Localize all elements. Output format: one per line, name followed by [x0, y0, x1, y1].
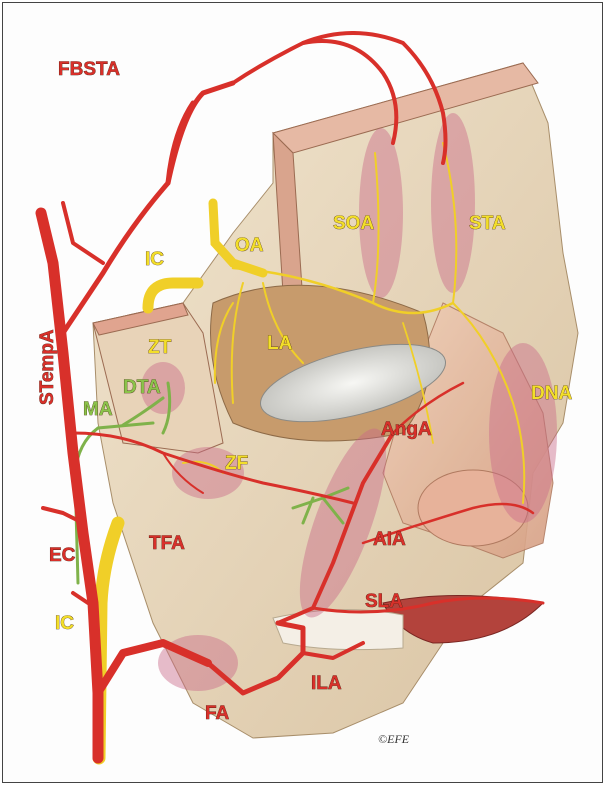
- label-dna: DNA: [531, 383, 572, 404]
- label-ila: ILA: [311, 673, 342, 694]
- label-oa: OA: [235, 235, 264, 256]
- labels: FBSTA SOA STA IC OA LA ZT DTA STempA MA …: [37, 59, 573, 746]
- label-zt: ZT: [148, 337, 172, 358]
- frontal-bone-section: [272, 62, 539, 304]
- label-ic-bottom: IC: [55, 613, 74, 634]
- label-soa: SOA: [333, 213, 374, 234]
- label-fa: FA: [205, 703, 230, 724]
- label-ic-top: IC: [145, 249, 164, 270]
- facial-artery-illustration: FBSTA SOA STA IC OA LA ZT DTA STempA MA …: [35, 31, 579, 765]
- label-sta: STA: [469, 213, 506, 234]
- label-aia: AIA: [373, 529, 406, 550]
- label-sla: SLA: [365, 591, 403, 612]
- zygomatic-section: [92, 302, 224, 454]
- label-tfa: TFA: [149, 533, 185, 554]
- label-stempa: STempA: [37, 329, 58, 405]
- label-zf: ZF: [225, 453, 248, 474]
- external-carotid-branches: [35, 31, 545, 764]
- label-la: LA: [267, 333, 293, 354]
- label-anga: AngA: [381, 419, 432, 440]
- label-ma: MA: [83, 399, 113, 420]
- label-ec: EC: [49, 545, 76, 566]
- internal-carotid-branches: [92, 142, 526, 765]
- artist-credit: ©EFE: [378, 732, 410, 746]
- label-dta: DTA: [123, 377, 161, 398]
- lips: [382, 595, 545, 644]
- label-fbsta: FBSTA: [58, 59, 120, 80]
- orbit: [210, 284, 447, 442]
- eyeball: [259, 343, 447, 423]
